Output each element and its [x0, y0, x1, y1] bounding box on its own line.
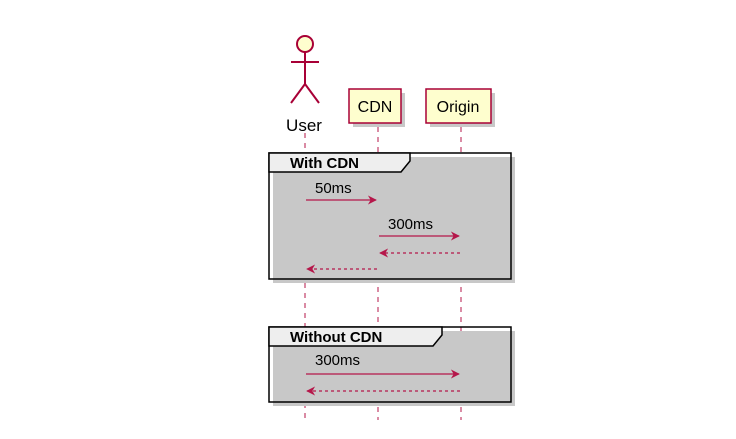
participant-label-user: User — [286, 116, 322, 135]
message-cdn-to-origin: 300ms — [379, 216, 460, 241]
message-label: 300ms — [388, 216, 433, 233]
participant-label-cdn: CDN — [358, 99, 393, 116]
actor-user: User — [286, 35, 322, 135]
participant-cdn: CDN — [348, 88, 405, 127]
frame-tab — [268, 326, 443, 347]
participant-label-origin: Origin — [437, 99, 480, 116]
frame-tab — [268, 152, 411, 173]
message-label: 300ms — [315, 352, 360, 369]
participant-box-origin — [425, 88, 492, 124]
frame-with-cdn: With CDN 50ms 300ms — [268, 152, 515, 283]
participant-origin: Origin — [425, 88, 495, 127]
participant-box-cdn — [348, 88, 402, 124]
stick-figure-icon — [290, 35, 320, 104]
message-label: 50ms — [315, 180, 352, 197]
frame-label: Without CDN — [290, 329, 382, 346]
message-user-to-origin: 300ms — [306, 352, 460, 379]
message-user-to-cdn: 50ms — [306, 180, 377, 205]
frame-label: With CDN — [290, 155, 359, 172]
frame-without-cdn: Without CDN 300ms — [268, 326, 515, 406]
